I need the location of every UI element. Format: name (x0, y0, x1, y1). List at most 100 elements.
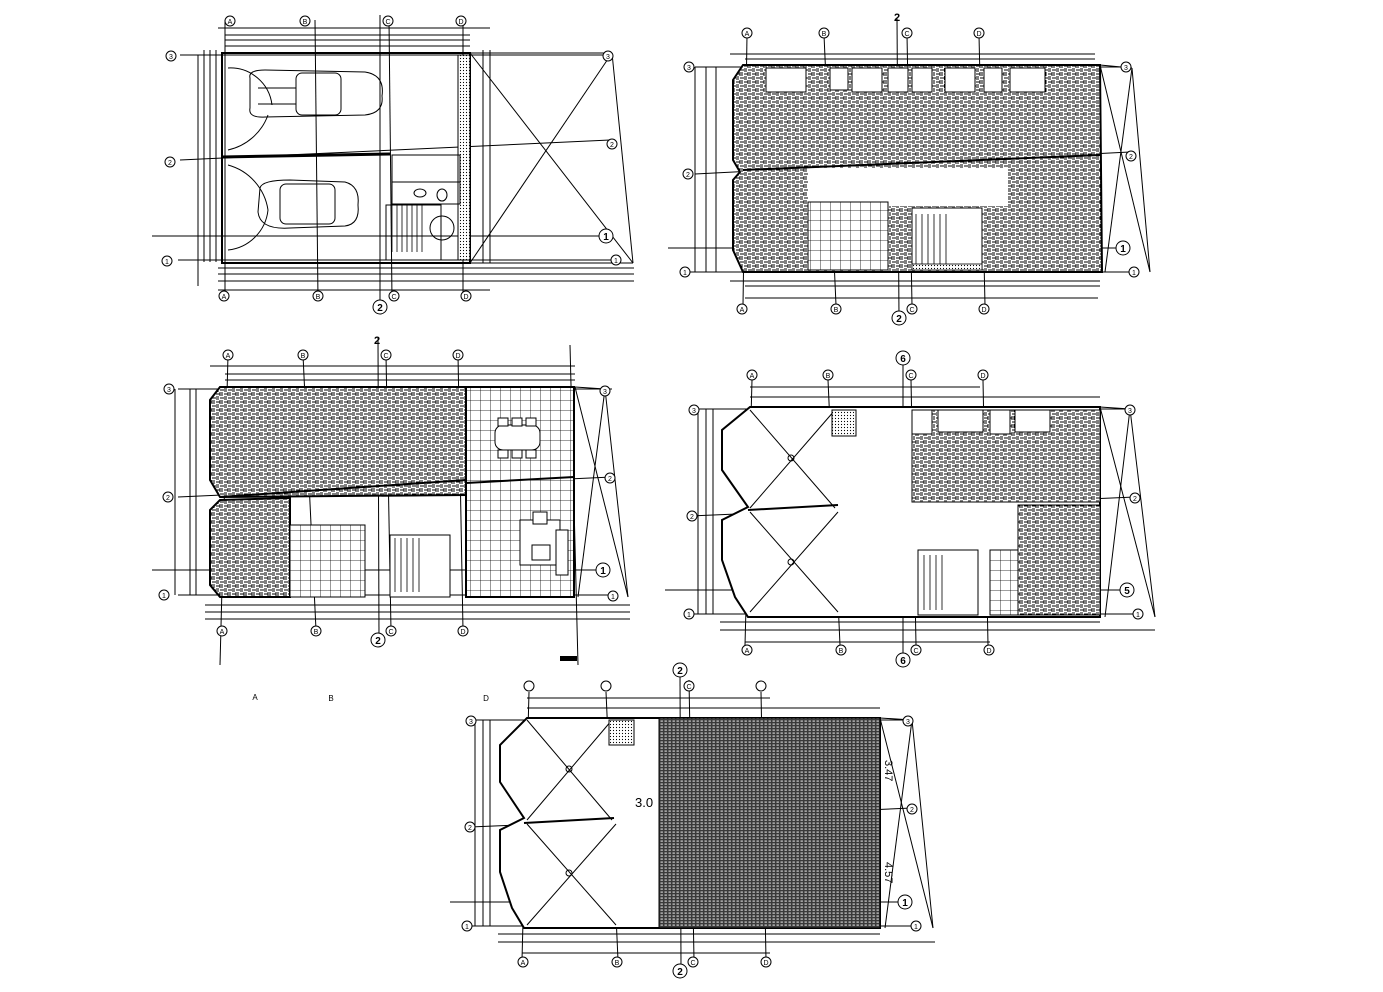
svg-text:2: 2 (374, 335, 380, 347)
svg-text:A: A (745, 31, 750, 38)
svg-text:B: B (826, 373, 831, 380)
svg-text:A: A (228, 19, 233, 26)
svg-text:B: B (822, 31, 827, 38)
car-icon (257, 179, 359, 229)
svg-text:6: 6 (900, 354, 906, 365)
svg-text:1: 1 (600, 566, 606, 577)
plan-1-garage (152, 15, 634, 301)
svg-text:D: D (463, 294, 468, 301)
svg-text:1: 1 (1136, 612, 1140, 619)
svg-text:5: 5 (1124, 586, 1130, 597)
svg-text:1: 1 (687, 612, 691, 619)
svg-text:1: 1 (465, 924, 469, 931)
svg-text:A: A (521, 960, 526, 967)
svg-text:C: C (908, 373, 913, 380)
svg-text:3: 3 (687, 65, 691, 72)
plan-5-roof (450, 671, 935, 971)
svg-text:2: 2 (1133, 496, 1137, 503)
dimension-3-47: 3.47 (882, 760, 894, 781)
svg-text:D: D (455, 353, 460, 360)
svg-text:2: 2 (686, 172, 690, 179)
svg-text:2: 2 (375, 636, 381, 647)
plan-5-axis-bubbles: C A B C D 3 2 1 3 2 1 1 2 2 (461, 662, 922, 979)
svg-text:1: 1 (902, 898, 908, 909)
svg-text:1: 1 (165, 259, 169, 266)
svg-text:B: B (615, 960, 620, 967)
svg-text:2: 2 (677, 967, 683, 978)
svg-text:3: 3 (469, 719, 473, 726)
svg-text:A: A (222, 294, 227, 301)
svg-text:C: C (388, 629, 393, 636)
svg-text:B: B (301, 353, 306, 360)
svg-text:D: D (986, 648, 991, 655)
svg-text:A: A (220, 629, 225, 636)
stray-label-b: B (328, 694, 333, 703)
svg-text:1: 1 (611, 594, 615, 601)
svg-text:1: 1 (614, 258, 618, 265)
svg-text:D: D (976, 31, 981, 38)
svg-text:C: C (391, 294, 396, 301)
svg-text:2: 2 (690, 514, 694, 521)
svg-text:1: 1 (162, 593, 166, 600)
svg-text:D: D (460, 629, 465, 636)
svg-text:C: C (904, 31, 909, 38)
svg-text:C: C (686, 684, 691, 691)
plan-5-dimension-labels: 3.0 3.47 4.57 (635, 760, 894, 883)
stray-label-a: A (252, 693, 258, 702)
svg-text:2: 2 (468, 825, 472, 832)
svg-text:2: 2 (910, 807, 914, 814)
svg-text:2: 2 (677, 666, 683, 677)
svg-text:1: 1 (914, 924, 918, 931)
svg-text:B: B (839, 648, 844, 655)
svg-text:D: D (458, 19, 463, 26)
svg-text:2: 2 (608, 476, 612, 483)
svg-text:3: 3 (1124, 65, 1128, 72)
svg-text:2: 2 (168, 160, 172, 167)
svg-text:D: D (980, 373, 985, 380)
svg-text:1: 1 (1120, 244, 1126, 255)
svg-text:1: 1 (603, 232, 609, 243)
svg-text:B: B (303, 19, 308, 26)
svg-text:D: D (981, 307, 986, 314)
plan-2-typical-floor (668, 17, 1151, 319)
dimension-4-57: 4.57 (882, 862, 894, 883)
svg-text:C: C (909, 307, 914, 314)
svg-text:2: 2 (377, 303, 383, 314)
svg-text:2: 2 (166, 495, 170, 502)
svg-text:3: 3 (692, 408, 696, 415)
svg-text:1: 1 (1132, 270, 1136, 277)
svg-text:D: D (763, 960, 768, 967)
svg-text:3: 3 (167, 387, 171, 394)
svg-text:6: 6 (900, 656, 906, 667)
svg-text:1: 1 (683, 270, 687, 277)
svg-text:3: 3 (606, 54, 610, 61)
plan-1-axis-bubbles: A B C D A B C D 3 2 1 3 2 1 1 2 (161, 15, 622, 315)
stray-column-labels: A B D (252, 693, 489, 703)
svg-text:2: 2 (896, 314, 902, 325)
svg-text:3: 3 (169, 54, 173, 61)
stray-label-d: D (483, 694, 489, 703)
svg-text:B: B (316, 294, 321, 301)
svg-text:C: C (690, 960, 695, 967)
svg-text:C: C (383, 353, 388, 360)
svg-text:3: 3 (906, 719, 910, 726)
svg-text:C: C (385, 19, 390, 26)
svg-text:A: A (745, 648, 750, 655)
svg-text:2: 2 (1129, 154, 1133, 161)
svg-text:3: 3 (1128, 408, 1132, 415)
plan-4-axis-bubbles: A B C D A B C D 3 2 1 3 2 1 5 6 6 (683, 350, 1144, 668)
svg-text:2: 2 (894, 12, 900, 24)
svg-text:B: B (834, 307, 839, 314)
car-icon (249, 69, 383, 118)
plan-4-upper-floor (665, 358, 1156, 660)
svg-text:A: A (750, 373, 755, 380)
svg-text:2: 2 (610, 142, 614, 149)
svg-text:C: C (913, 648, 918, 655)
svg-text:A: A (226, 353, 231, 360)
svg-text:B: B (314, 629, 319, 636)
dining-table-icon (494, 417, 541, 459)
dimension-3-0: 3.0 (635, 795, 653, 810)
